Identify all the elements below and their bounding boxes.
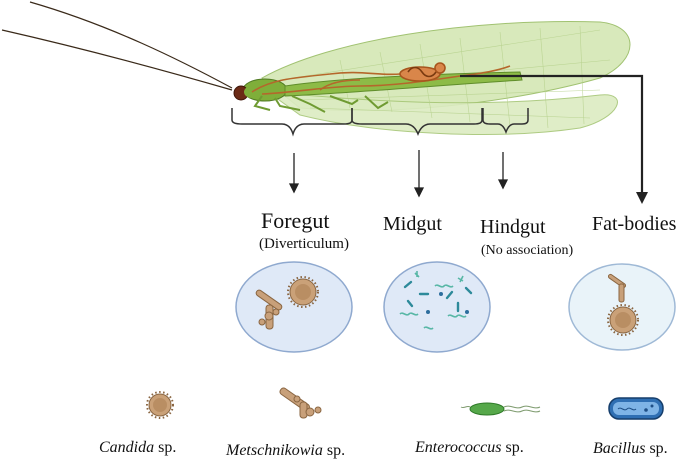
legend-metschnikowia: Metschnikowia sp. [226, 442, 346, 459]
foregut-circle [235, 261, 353, 353]
fatbodies-connector [460, 74, 644, 200]
gut-tract [251, 62, 511, 95]
hindgut-subtitle: (No association) [481, 243, 574, 258]
fatbodies-title: Fat-bodies [592, 213, 677, 235]
region-braces [231, 108, 529, 137]
fatbodies-arrowhead [636, 192, 648, 204]
fatbodies-circle [568, 263, 676, 351]
midgut-brace [351, 108, 483, 137]
candida-legend-icon [146, 391, 174, 419]
metschnikowia-legend-icon [279, 387, 322, 419]
antennae [1, 1, 233, 91]
foregut-subtitle: (Diverticulum) [259, 236, 349, 252]
lacewing-legs [253, 95, 389, 113]
legend-candida: Candida sp. [99, 439, 177, 456]
midgut-circle [383, 261, 491, 353]
legend-enterococcus: Enterococcus sp. [415, 439, 524, 456]
foregut-title: Foregut [261, 208, 330, 233]
metschnikowia-cell-icon [255, 289, 283, 330]
hindgut-title: Hindgut [480, 216, 546, 238]
candida-cell-icon [287, 276, 319, 308]
region-arrows [288, 150, 509, 198]
bacillus-legend-icon [608, 397, 664, 420]
hindgut-brace [482, 108, 529, 135]
foregut-brace [231, 108, 353, 137]
legend-bacillus: Bacillus sp. [593, 440, 668, 457]
midgut-title: Midgut [383, 213, 442, 235]
enterococcus-legend-icon [460, 402, 541, 416]
